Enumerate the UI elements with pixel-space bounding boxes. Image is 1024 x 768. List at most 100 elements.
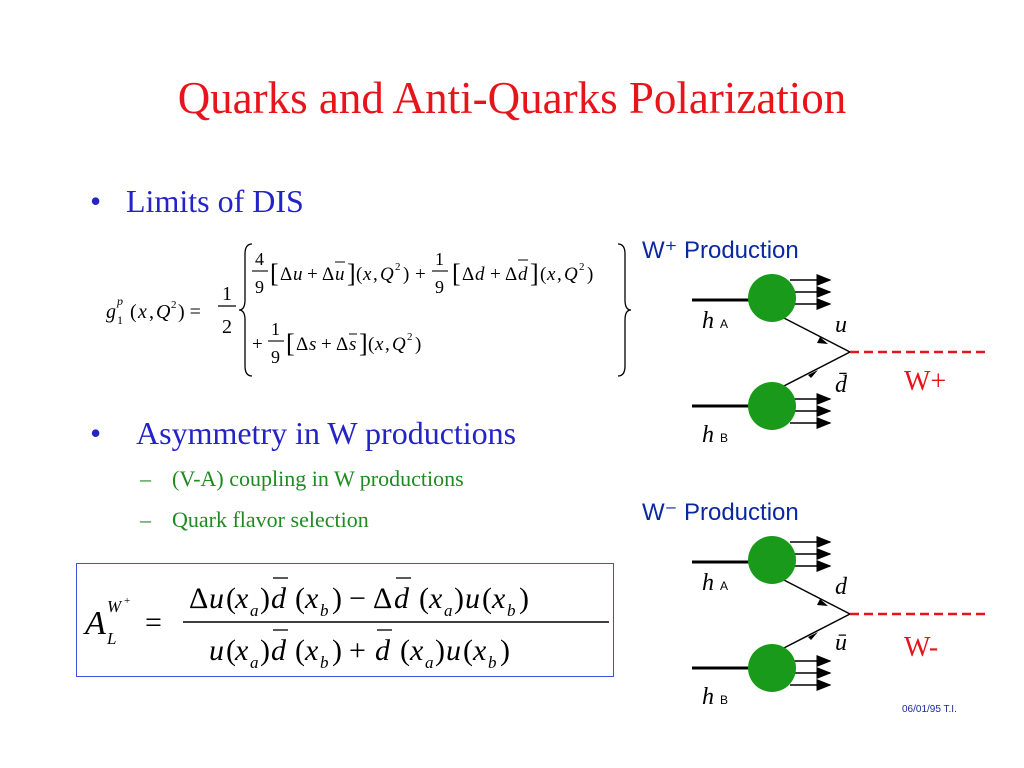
boson-label: W- bbox=[904, 632, 939, 663]
svg-text:d: d bbox=[475, 264, 485, 285]
svg-text:b: b bbox=[320, 653, 329, 672]
hadron-a-label: h A bbox=[702, 308, 729, 334]
boson-label: W+ bbox=[904, 366, 947, 397]
quark-top-label: d bbox=[835, 574, 847, 600]
sub-bullet-text: (V-A) coupling in W productions bbox=[172, 466, 464, 491]
svg-text:+: + bbox=[415, 264, 426, 285]
svg-text:(: ( bbox=[295, 582, 305, 615]
equation-asymmetry: A L W + = Δ u ( x a ) d ( x b ) − Δ d ( … bbox=[83, 577, 609, 672]
svg-text:+: + bbox=[349, 634, 366, 667]
svg-text:Q: Q bbox=[564, 264, 578, 285]
svg-text:x: x bbox=[304, 634, 319, 667]
svg-text:(: ( bbox=[356, 264, 362, 285]
svg-text:d: d bbox=[271, 634, 287, 667]
svg-text:b: b bbox=[507, 601, 516, 620]
diagram-title: W⁺ Production bbox=[642, 237, 799, 264]
svg-text:−: − bbox=[349, 582, 366, 615]
sub-bullet-text: Quark flavor selection bbox=[172, 507, 369, 532]
svg-text:(: ( bbox=[400, 634, 410, 667]
svg-text:a: a bbox=[425, 653, 434, 672]
footnote-date: 06/01/95 T.I. bbox=[902, 704, 957, 715]
svg-text:u: u bbox=[446, 634, 461, 667]
quark-top-label: u bbox=[835, 312, 847, 338]
svg-text:2: 2 bbox=[395, 261, 401, 273]
svg-text:u: u bbox=[335, 264, 345, 285]
svg-text:[: [ bbox=[452, 259, 461, 288]
svg-text:1: 1 bbox=[117, 313, 123, 327]
svg-text:): ) bbox=[260, 634, 270, 667]
svg-text:+: + bbox=[124, 595, 130, 607]
svg-text:(: ( bbox=[419, 582, 429, 615]
svg-text:d: d bbox=[518, 264, 528, 285]
hadron-b-label: h B bbox=[702, 684, 729, 710]
svg-text:+: + bbox=[490, 264, 501, 285]
svg-text:2: 2 bbox=[171, 299, 177, 311]
svg-text:): ) bbox=[500, 634, 510, 667]
svg-text:a: a bbox=[250, 601, 259, 620]
svg-text:Δ: Δ bbox=[505, 264, 517, 285]
hadron-b-label: h B bbox=[702, 422, 729, 448]
svg-text:x: x bbox=[374, 334, 384, 355]
svg-text:(: ( bbox=[226, 582, 236, 615]
asymmetry-formula-box: A L W + = Δ u ( x a ) d ( x b ) − Δ d ( … bbox=[76, 563, 614, 677]
svg-text:x: x bbox=[491, 582, 506, 615]
svg-text:+: + bbox=[307, 264, 318, 285]
svg-text:u: u bbox=[293, 264, 303, 285]
sub-bullet-glyph: – bbox=[140, 507, 151, 532]
svg-text:): ) bbox=[260, 582, 270, 615]
svg-text:1: 1 bbox=[435, 249, 444, 269]
svg-text:): ) bbox=[454, 582, 464, 615]
diagram-w-minus: W⁻ Production h A h B d ū W- bbox=[640, 498, 1000, 718]
feynman-diagram-w-plus bbox=[692, 274, 986, 430]
svg-text:(: ( bbox=[368, 334, 374, 355]
svg-text:Q: Q bbox=[392, 334, 406, 355]
svg-text:u: u bbox=[465, 582, 480, 615]
sub-bullet-flavor-selection: –Quark flavor selection bbox=[140, 507, 369, 533]
bullet-glyph: • bbox=[90, 415, 102, 451]
svg-text:1: 1 bbox=[222, 283, 232, 305]
svg-text:Δ: Δ bbox=[189, 582, 208, 615]
bullet-text: Asymmetry in W productions bbox=[136, 415, 517, 451]
svg-text:b: b bbox=[320, 601, 329, 620]
bullet-asymmetry: • Asymmetry in W productions bbox=[90, 415, 516, 452]
slide-title: Quarks and Anti-Quarks Polarization bbox=[177, 73, 847, 123]
svg-text:g: g bbox=[106, 301, 116, 323]
svg-text:x: x bbox=[234, 582, 249, 615]
svg-text:,: , bbox=[149, 301, 154, 323]
svg-text:Δ: Δ bbox=[296, 334, 308, 355]
diagram-title: W⁻ Production bbox=[642, 499, 799, 526]
bullet-limits-of-dis: •Limits of DIS bbox=[90, 183, 304, 220]
svg-text:Δ: Δ bbox=[336, 334, 348, 355]
feynman-diagram-w-minus bbox=[692, 536, 986, 692]
svg-text:d: d bbox=[271, 582, 287, 615]
svg-text:(: ( bbox=[130, 301, 137, 323]
svg-text:) =: ) = bbox=[178, 301, 201, 323]
svg-text:9: 9 bbox=[255, 277, 264, 297]
svg-text:x: x bbox=[546, 264, 556, 285]
sub-bullet-glyph: – bbox=[140, 466, 151, 491]
bullet-glyph: • bbox=[90, 183, 102, 219]
svg-text:x: x bbox=[428, 582, 443, 615]
svg-text:u: u bbox=[209, 634, 224, 667]
svg-text:,: , bbox=[373, 264, 378, 285]
equation-g1: g 1 p ( x , Q 2 ) = 1 2 4 9 [ Δ u + Δ u … bbox=[106, 243, 632, 377]
svg-text:+: + bbox=[252, 334, 263, 355]
svg-text:p: p bbox=[116, 294, 123, 308]
svg-text:): ) bbox=[519, 582, 529, 615]
svg-text:Q: Q bbox=[380, 264, 394, 285]
svg-text:x: x bbox=[304, 582, 319, 615]
svg-text:d: d bbox=[394, 582, 410, 615]
svg-text:+: + bbox=[321, 334, 332, 355]
svg-text:u: u bbox=[209, 582, 224, 615]
svg-text:=: = bbox=[145, 606, 162, 639]
svg-text:2: 2 bbox=[222, 316, 232, 338]
svg-text:4: 4 bbox=[255, 249, 264, 269]
quark-bottom-label: ū bbox=[835, 630, 847, 656]
svg-text:]: ] bbox=[347, 259, 356, 288]
svg-text:[: [ bbox=[270, 259, 279, 288]
svg-text:(: ( bbox=[226, 634, 236, 667]
svg-text:Q: Q bbox=[156, 301, 171, 323]
svg-text:s: s bbox=[349, 334, 356, 355]
svg-text:[: [ bbox=[286, 329, 295, 358]
svg-text:): ) bbox=[332, 582, 342, 615]
